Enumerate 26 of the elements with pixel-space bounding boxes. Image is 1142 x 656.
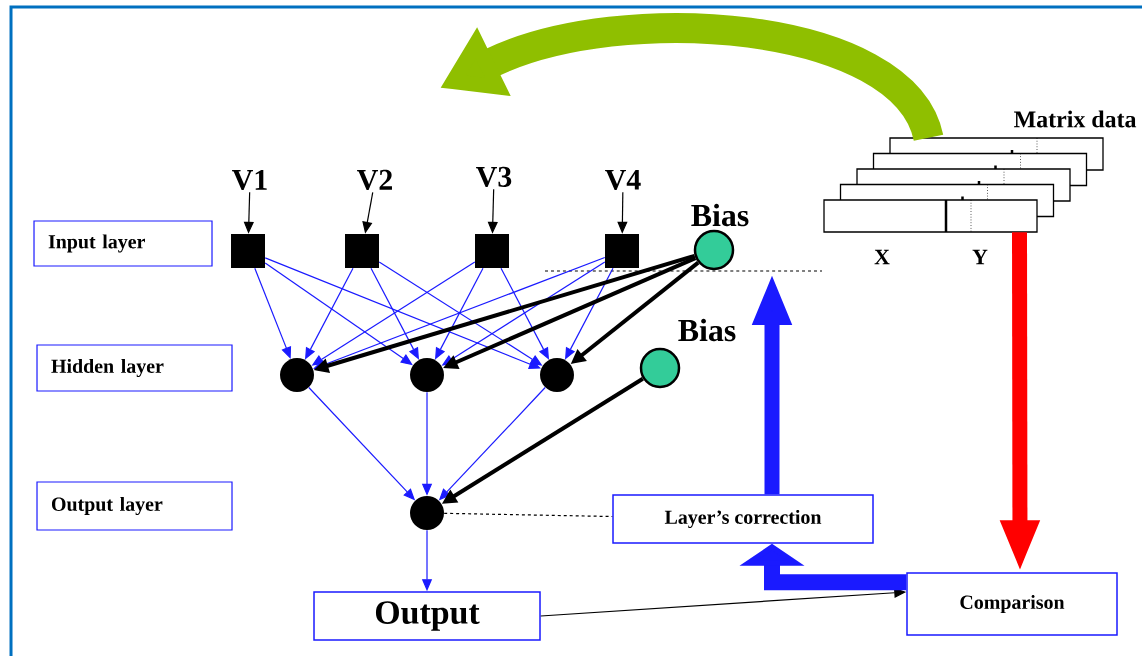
matrix-heading: Matrix data [1014,110,1137,128]
bias-label: Bias [678,318,736,342]
input-neuron-square [345,234,379,268]
layer-label-box: Hidden layer [36,344,233,392]
input-label: V3 [476,166,512,188]
input-neuron-square [475,234,509,268]
column-label: X [874,249,890,265]
input-neuron-square [605,234,639,268]
neuron-circle [410,358,444,392]
input-label: V1 [232,169,267,191]
process-box: Comparison [906,572,1118,636]
arrow [264,257,541,369]
layer-label-box: Output layer [36,481,233,531]
layer-label-box: Input layer [33,220,213,267]
arrow [254,267,292,359]
bias-label: Bias [691,203,749,227]
input-label: V2 [357,169,392,191]
neuron-circle [540,358,574,392]
neuron-circle [280,358,314,392]
input-label: V4 [605,169,641,191]
column-label: Y [972,249,988,265]
neuron-circle [410,496,444,530]
process-box: Output [313,591,541,641]
arrow [313,256,606,370]
input-neuron-square [231,234,265,268]
process-box: Layer’s correction [612,494,874,544]
